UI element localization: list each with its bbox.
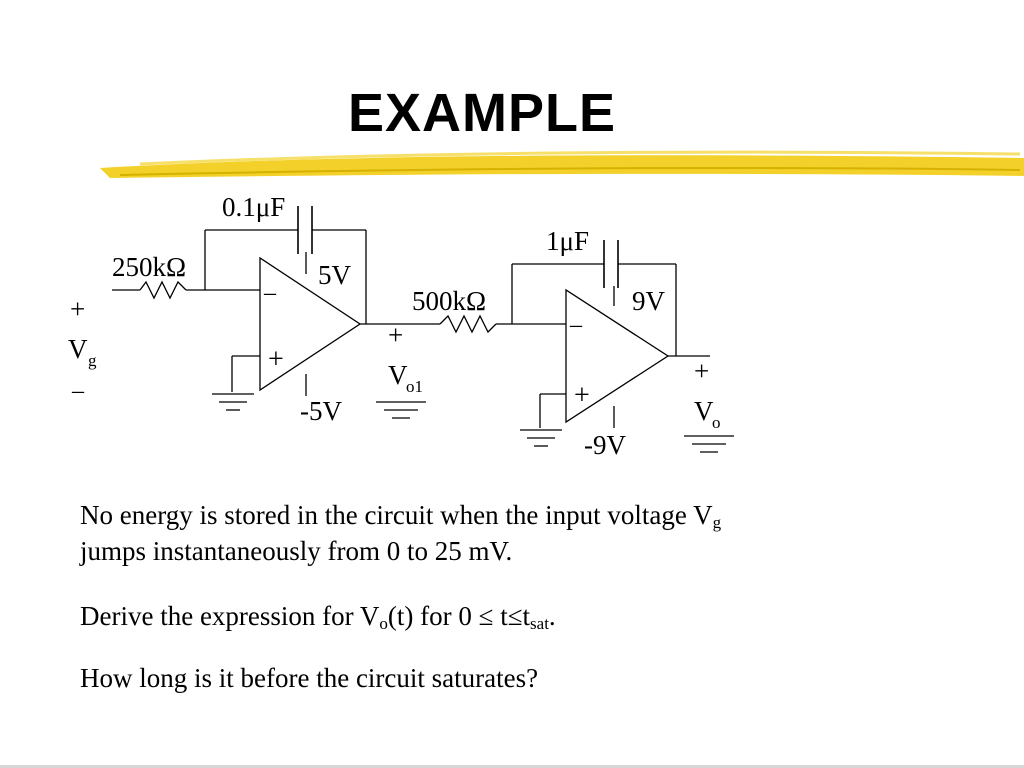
ground-stage2	[520, 429, 562, 447]
opamp2-inverting-sign: –	[569, 312, 583, 338]
ground-vo1	[376, 401, 426, 419]
opamp1-triangle	[259, 256, 362, 392]
vg-symbol: V	[68, 334, 88, 364]
ground-vo	[684, 435, 734, 453]
footer-divider	[0, 765, 1024, 768]
capacitor-0.1uF	[297, 206, 313, 254]
stage2-wires	[496, 263, 710, 428]
p1-text-a: No energy is stored in the circuit when …	[80, 500, 713, 530]
resistor-500k	[439, 314, 497, 334]
p1-text-b: jumps instantaneously from 0 to 25 mV.	[80, 536, 513, 566]
supply2-pos-label: 9V	[632, 286, 666, 316]
title-underline-highlight	[100, 150, 1024, 178]
opamp1-noninverting-sign: +	[268, 344, 284, 375]
opamp2-noninverting-sign: +	[574, 380, 590, 411]
saturation-question: How long is it before the circuit satura…	[80, 663, 539, 693]
slide-title: EXAMPLE	[347, 83, 617, 143]
p2-text-b: (t) for 0 ≤ t≤t	[387, 601, 531, 631]
p2-subscript-o: o	[379, 614, 388, 633]
capacitor2-label: 1μF	[546, 226, 589, 256]
vo1-subscript: o1	[406, 377, 423, 396]
circuit-diagram: 0.1μF 250kΩ 5V -5V – + 1μF 500kΩ 9V -9V …	[68, 150, 1024, 460]
resistor1-label: 250kΩ	[112, 252, 186, 282]
vo1-plus: +	[388, 320, 403, 350]
vg-plus: +	[70, 294, 85, 324]
p2-text-a: Derive the expression for V	[80, 601, 380, 631]
p1-subscript: g	[712, 513, 722, 532]
p2-subscript-sat: sat	[530, 614, 549, 633]
vo-terminal-label: + V o	[694, 356, 721, 432]
opamp2-triangle	[565, 288, 670, 424]
supply2-neg-label: -9V	[584, 430, 626, 460]
resistor2-label: 500kΩ	[412, 286, 486, 316]
supply1-neg-label: -5V	[300, 396, 342, 426]
ground-stage1	[212, 393, 254, 411]
resistor-250k	[139, 280, 187, 300]
vg-subscript: g	[88, 351, 97, 370]
supply1-pos-label: 5V	[318, 260, 352, 290]
vo-symbol: V	[694, 396, 714, 426]
problem-statement: No energy is stored in the circuit when …	[80, 497, 960, 569]
vo1-terminal-label: + V o1	[388, 320, 423, 396]
input-terminal-label: + V g –	[68, 294, 97, 404]
opamp1-inverting-sign: –	[263, 280, 277, 306]
vo-plus: +	[694, 356, 709, 386]
p2-text-c: .	[548, 601, 556, 631]
capacitor1-label: 0.1μF	[222, 192, 285, 222]
vo1-symbol: V	[388, 360, 408, 390]
derive-question: Derive the expression for Vo(t) for 0 ≤ …	[80, 598, 960, 634]
stage1-wires	[186, 229, 440, 396]
vg-minus: –	[71, 378, 85, 404]
capacitor-1uF	[603, 240, 619, 288]
vo-subscript: o	[712, 413, 721, 432]
